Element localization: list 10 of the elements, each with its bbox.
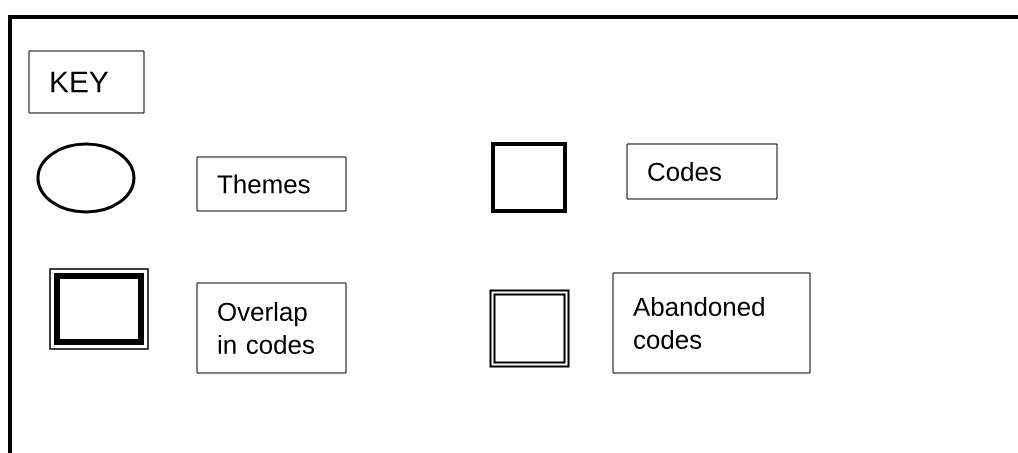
frame (8, 15, 1018, 453)
label-box: Codes (626, 143, 778, 200)
label-box: Overlap in codes (196, 282, 347, 374)
label-box: Themes (196, 156, 347, 212)
ellipse-symbol (36, 142, 136, 214)
square-symbol (489, 289, 570, 368)
label-box: Abandoned codes (612, 272, 811, 374)
square-symbol (491, 142, 567, 213)
square-symbol (49, 268, 149, 350)
title-box: KEY (28, 50, 145, 114)
